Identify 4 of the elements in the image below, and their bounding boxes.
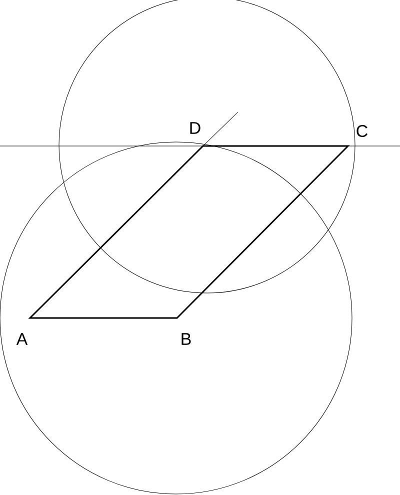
point-label: C xyxy=(356,124,368,138)
point-label: B xyxy=(182,333,191,345)
point-label: A xyxy=(16,333,28,345)
point-label: D xyxy=(190,122,200,134)
